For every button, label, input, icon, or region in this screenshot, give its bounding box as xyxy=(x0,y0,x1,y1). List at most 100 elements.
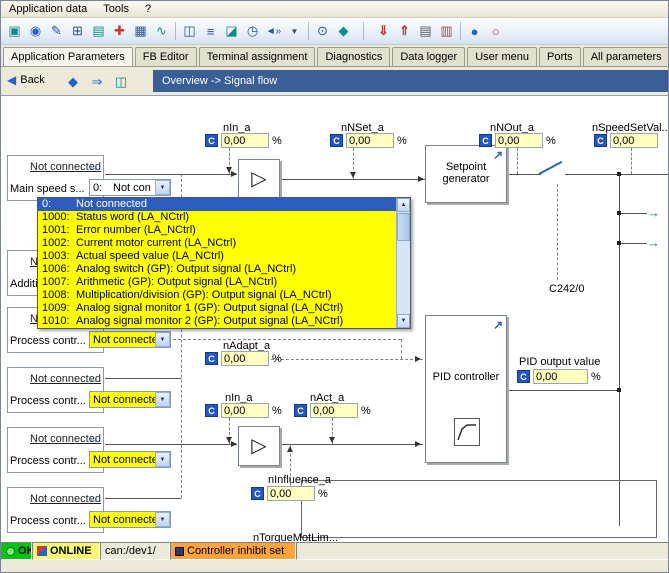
dropdown-option[interactable]: 1006: Analog switch (GP): Output signal … xyxy=(38,263,396,276)
chart-icon[interactable]: ◪ xyxy=(225,23,238,38)
param-c-button[interactable]: C xyxy=(594,134,607,147)
param-c-button[interactable]: C xyxy=(294,404,307,417)
monitor-icon[interactable]: ◫ xyxy=(183,23,196,38)
unit-label: % xyxy=(546,134,556,147)
pid-controller-block[interactable]: ↗ PID controller xyxy=(425,315,507,463)
param-c-button[interactable]: C xyxy=(205,404,218,417)
edit-icon[interactable]: ✎ xyxy=(51,23,62,38)
param-c-button[interactable]: C xyxy=(330,134,343,147)
dropdown-option[interactable]: 1008: Multiplication/division (GP): Outp… xyxy=(38,289,396,302)
block-label: Process contr... xyxy=(10,395,86,407)
param-c-button[interactable]: C xyxy=(517,370,530,383)
menu-tools[interactable]: Tools xyxy=(103,3,129,15)
dropdown-option[interactable]: 1003: Actual speed value (LA_NCtrl) xyxy=(38,250,396,263)
menu-help[interactable]: ? xyxy=(144,3,152,15)
signal-source-combobox[interactable]: 0:Not con ▼ xyxy=(89,179,171,196)
source-link[interactable]: Not connected xyxy=(30,373,101,385)
combo-dropdown-button[interactable]: ▼ xyxy=(155,452,170,467)
print-icon[interactable]: ▤ xyxy=(419,23,432,38)
project-tree-icon[interactable]: ◉ xyxy=(29,23,42,38)
tab-diagnostics[interactable]: Diagnostics xyxy=(317,47,391,66)
toolbar-separator xyxy=(460,22,461,40)
bookmark-icon[interactable]: ◆ xyxy=(338,23,349,38)
signal-source-combobox[interactable]: Not connected ▼ xyxy=(89,451,171,468)
fb-editor-icon[interactable]: ⊞ xyxy=(72,23,83,38)
insert-device-icon[interactable]: ▣ xyxy=(8,23,21,38)
signal-label: nIn_a xyxy=(225,392,253,404)
param-c-button[interactable]: C xyxy=(205,134,218,147)
dropdown-option[interactable]: 0: Not connected xyxy=(38,198,396,211)
search-icon[interactable]: ⊙ xyxy=(317,23,328,38)
tab-data-logger[interactable]: Data logger xyxy=(392,47,466,66)
go-offline-icon[interactable]: ○ xyxy=(491,23,500,39)
value-field[interactable]: 0,00 xyxy=(267,486,315,501)
source-link[interactable]: Not connected xyxy=(30,161,101,173)
value-field[interactable]: 0,00 xyxy=(221,351,269,366)
data-logger-icon[interactable]: ▦ xyxy=(134,23,147,38)
value-field[interactable]: 0,00 xyxy=(221,403,269,418)
scroll-down-button[interactable]: ▼ xyxy=(397,314,410,328)
combo-dropdown-button[interactable]: ▼ xyxy=(155,332,170,347)
diagnostics-icon[interactable]: ✚ xyxy=(114,23,125,38)
dropdown-option[interactable]: 1007: Arithmetic (GP): Output signal (LA… xyxy=(38,276,396,289)
value-field[interactable]: 0,00 xyxy=(310,403,358,418)
menu-application-data[interactable]: Application data xyxy=(9,3,88,15)
back-button[interactable]: ◀ Back xyxy=(7,73,45,87)
clock-icon[interactable]: ◷ xyxy=(246,23,259,38)
oscilloscope-icon[interactable]: ∿ xyxy=(156,23,167,38)
unit-label: % xyxy=(272,404,282,417)
scrollbar-thumb[interactable] xyxy=(397,213,410,241)
signal-source-combobox[interactable]: Not connected ▼ xyxy=(89,331,171,348)
dropdown-option[interactable]: 1002: Current motor current (LA_NCtrl) xyxy=(38,237,396,250)
value-field[interactable]: 0,00 xyxy=(533,369,588,384)
speaker-icon[interactable]: ◄» xyxy=(265,25,282,37)
tab-terminal-assignment[interactable]: Terminal assignment xyxy=(198,47,316,66)
signal-source-combobox[interactable]: Not connected ▼ xyxy=(89,391,171,408)
value-field[interactable]: 0,00 xyxy=(346,133,394,148)
dropdown-option[interactable]: 1010: Analog signal monitor 2 (GP): Outp… xyxy=(38,315,396,328)
upload-from-device-icon[interactable]: ⇑ xyxy=(399,23,410,38)
amplifier-icon: ▷ xyxy=(251,168,267,190)
tab-application-parameters[interactable]: Application Parameters xyxy=(3,47,133,66)
param-c-button[interactable]: C xyxy=(251,487,264,500)
source-link[interactable]: Not connected xyxy=(30,493,101,505)
terminal-assignment-icon[interactable]: ▤ xyxy=(92,23,105,38)
report-icon[interactable]: ▥ xyxy=(440,23,453,38)
parameter-list-icon[interactable]: ≡ xyxy=(206,23,215,39)
download-to-device-icon[interactable]: ⇓ xyxy=(378,23,389,38)
signal-value-group: C 0,00 % xyxy=(205,351,282,366)
option-label: Current motor current (LA_NCtrl) xyxy=(76,237,237,249)
param-c-button[interactable]: C xyxy=(479,134,492,147)
value-field[interactable]: 0,00 xyxy=(221,133,269,148)
tab-user-menu[interactable]: User menu xyxy=(467,47,537,66)
option-id: 1003: xyxy=(42,250,70,262)
arrowhead xyxy=(329,437,335,443)
nav-diamond-icon[interactable]: ◆ xyxy=(68,74,78,89)
value-field[interactable]: 0,00 xyxy=(495,133,543,148)
param-c-button[interactable]: C xyxy=(205,352,218,365)
tab-fb-editor[interactable]: FB Editor xyxy=(134,47,197,66)
signal-source-combobox[interactable]: Not connected ▼ xyxy=(89,511,171,528)
amplifier-block[interactable]: ▷ xyxy=(238,426,280,466)
nav-grid-icon[interactable]: ◫ xyxy=(114,74,128,89)
tab-all-parameters[interactable]: All parameters xyxy=(582,47,668,66)
dropdown-option[interactable]: 1000: Status word (LA_NCtrl) xyxy=(38,211,396,224)
nav-goto-icon[interactable]: ⇒ xyxy=(91,74,103,89)
scroll-up-button[interactable]: ▲ xyxy=(397,198,410,212)
value-field[interactable]: 0,00 xyxy=(610,133,658,148)
combo-dropdown-button[interactable]: ▼ xyxy=(155,392,170,407)
dropdown-scrollbar[interactable]: ▲ ▼ xyxy=(396,198,410,328)
combo-dropdown-button[interactable]: ▼ xyxy=(155,180,170,195)
go-online-icon[interactable]: ● xyxy=(470,23,479,39)
tab-ports[interactable]: Ports xyxy=(539,47,581,66)
dropdown-option[interactable]: 1001: Error number (LA_NCtrl) xyxy=(38,224,396,237)
switch-parameter-label: C242/0 xyxy=(549,283,585,295)
source-link[interactable]: Not connected xyxy=(30,433,101,445)
dropdown-option[interactable]: 1009: Analog signal monitor 1 (GP): Outp… xyxy=(38,302,396,315)
speaker-dropdown-icon[interactable]: ▼ xyxy=(290,26,299,36)
setpoint-generator-block[interactable]: ↗ Setpoint generator xyxy=(425,145,507,203)
combo-dropdown-button[interactable]: ▼ xyxy=(155,512,170,527)
amplifier-block[interactable]: ▷ xyxy=(238,159,280,199)
option-id: 1006: xyxy=(42,263,70,275)
